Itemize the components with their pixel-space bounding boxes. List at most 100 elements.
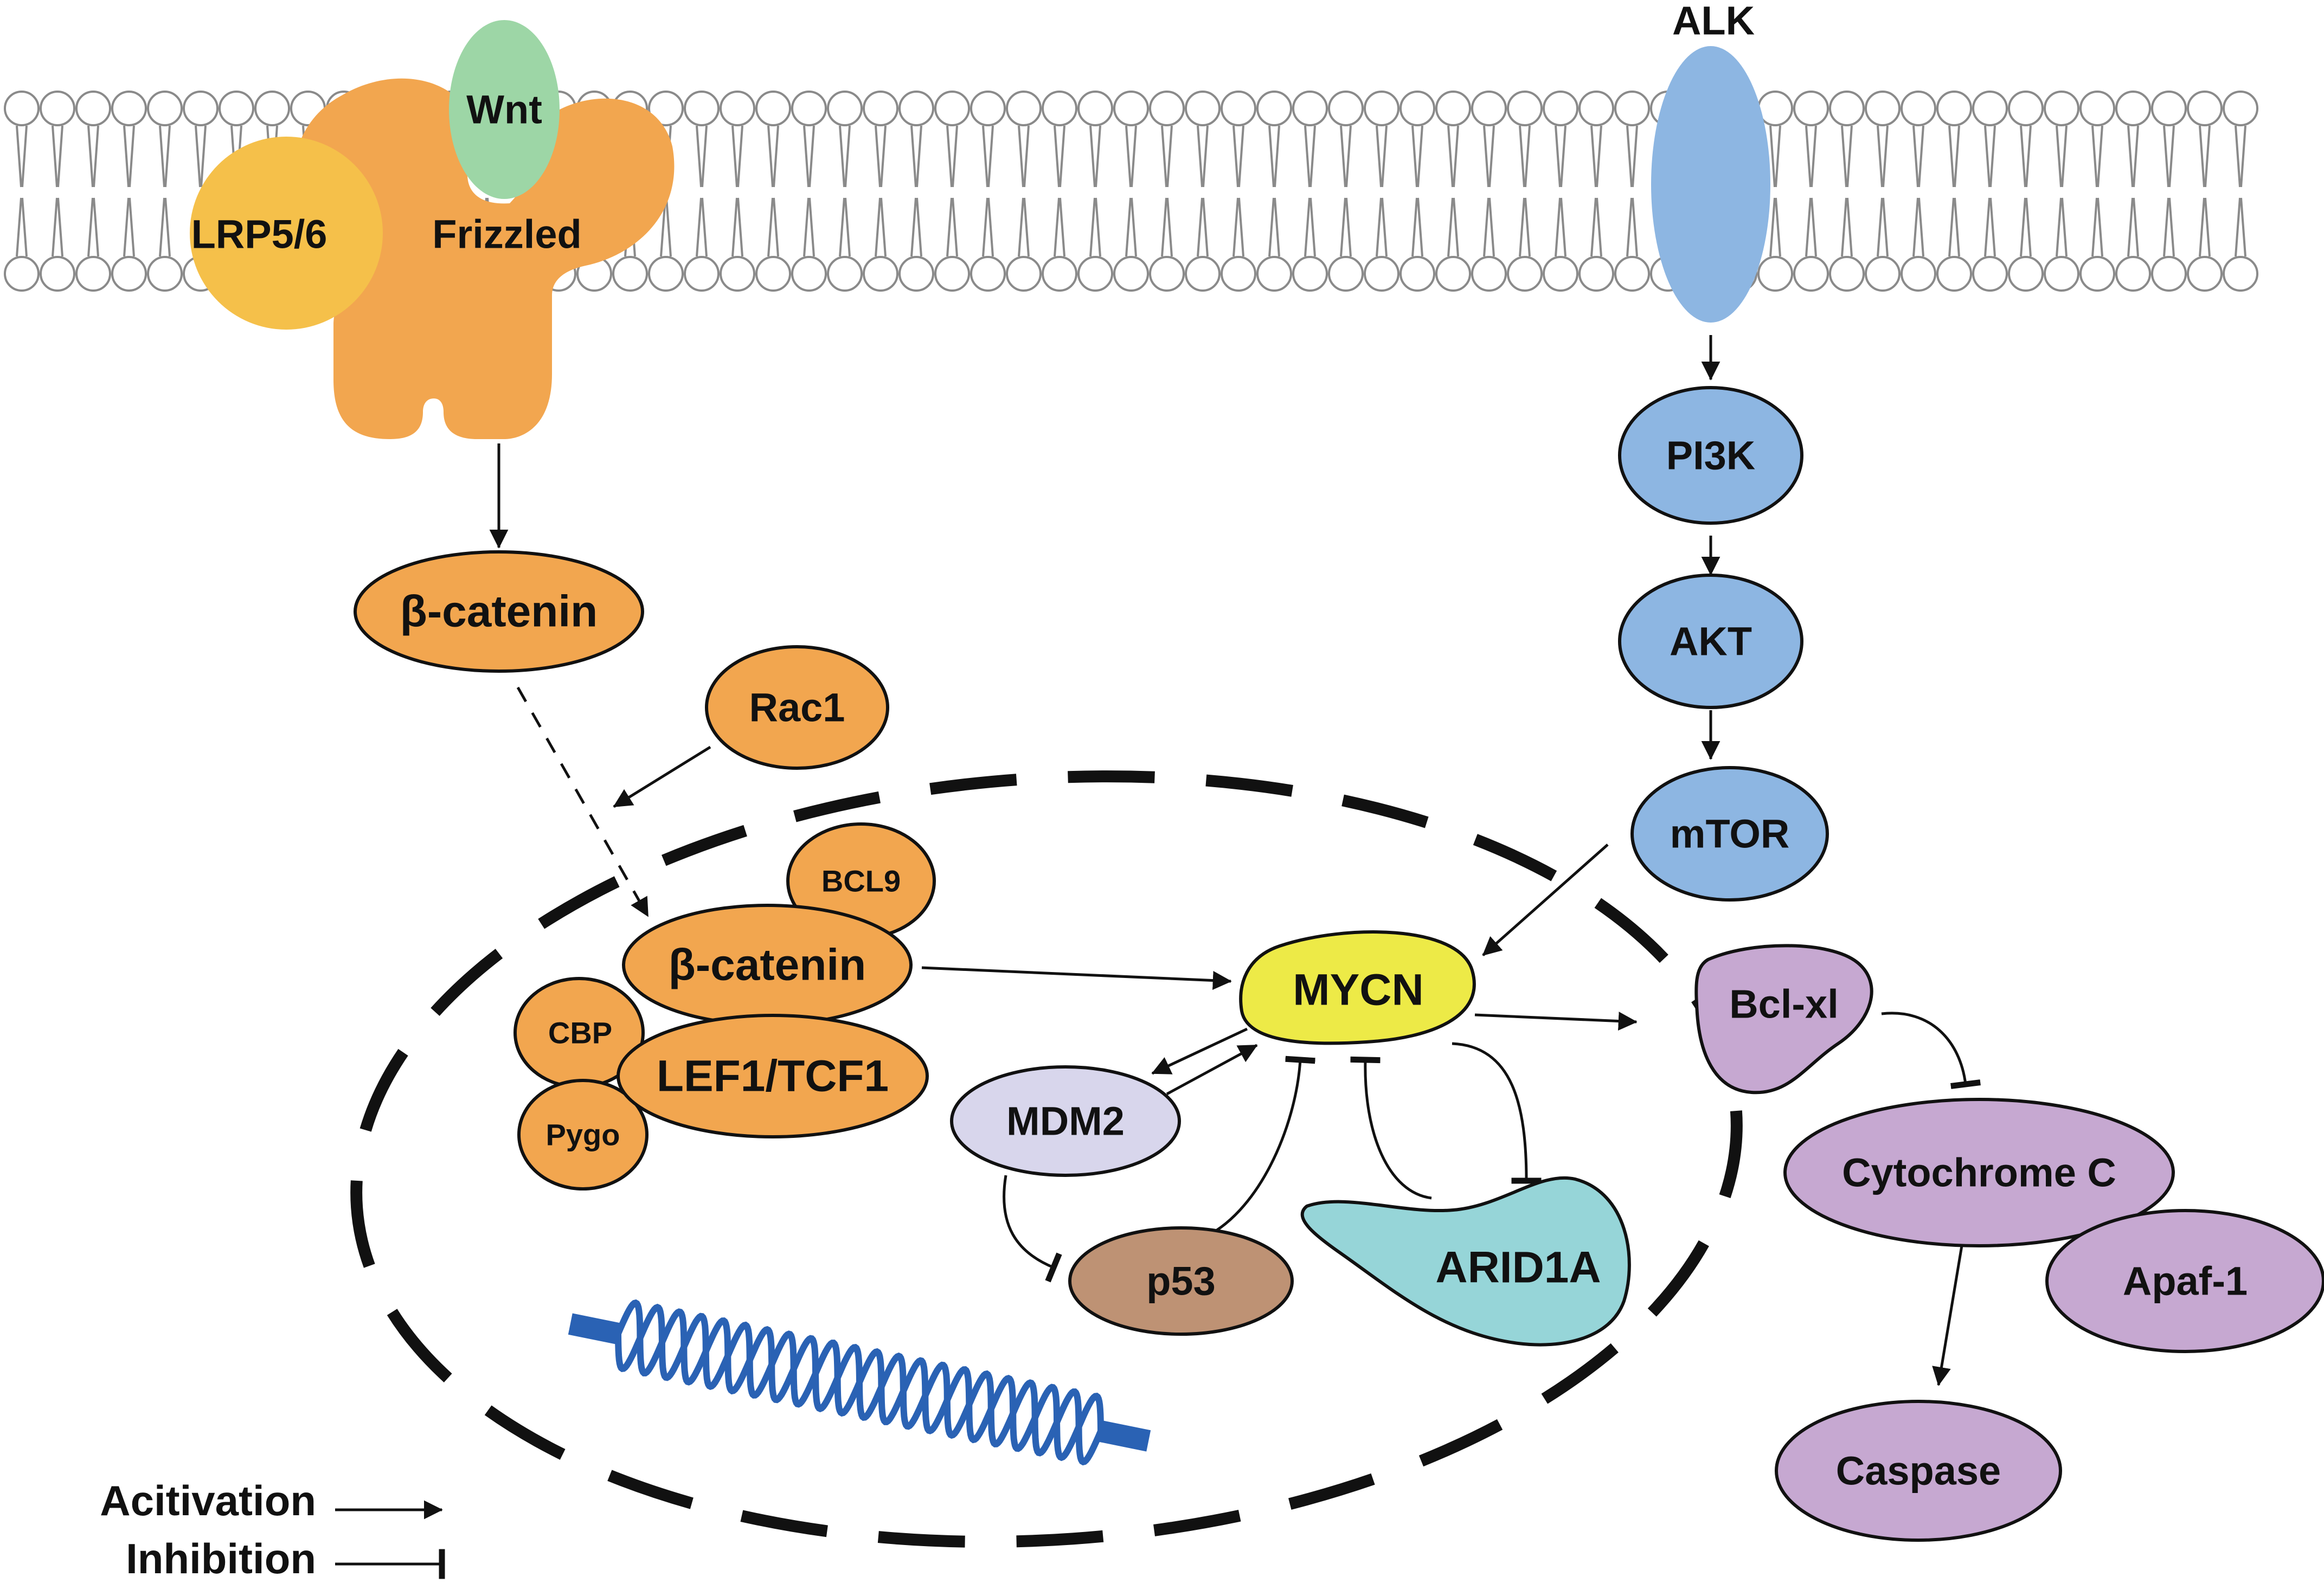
legend: Acitivation Inhibition [100, 1477, 445, 1582]
lipid-tail [123, 197, 135, 257]
lipid-head [4, 91, 40, 126]
lipid-tail [1161, 125, 1173, 188]
lrp5-6-coreceptor: LRP5/6 [190, 137, 383, 330]
lipid-tail [2091, 197, 2103, 257]
lipid-tail [2235, 125, 2246, 188]
lipid-head [1185, 256, 1221, 292]
legend-inhibition-label: Inhibition [126, 1535, 316, 1582]
lef1-tcf1-node: LEF1/TCF1 [617, 1014, 929, 1138]
lipid-tail [1125, 197, 1137, 257]
edge-mdm2-inhibits-p53 [1003, 1175, 1062, 1283]
lipid-head [111, 256, 147, 292]
lipid-head [1578, 256, 1614, 292]
lipid-tail [1018, 197, 1030, 257]
lipid-tail [839, 197, 851, 257]
lipid-tail [910, 197, 922, 257]
lipid-head [1793, 91, 1829, 126]
lipid-tail [1018, 125, 1030, 188]
nucleus-envelope [350, 770, 1743, 1548]
lipid-head [1614, 256, 1650, 292]
lipid-head [2187, 256, 2223, 292]
lipid-tail [910, 125, 922, 188]
cbp-label: CBP [548, 1016, 612, 1050]
lipid-head [1578, 91, 1614, 126]
arid1a-label: ARID1A [1435, 1243, 1601, 1292]
lipid-tail [1268, 125, 1280, 188]
edge-mycn-to-mdm2 [1151, 1027, 1248, 1075]
lipid-tail [1340, 197, 1352, 257]
lipid-tail [1447, 197, 1459, 257]
lipid-tail [52, 197, 63, 257]
dna-helix [568, 1299, 1151, 1466]
lipid-tail [1197, 197, 1209, 257]
lipid-head [648, 91, 684, 126]
lipid-tail [1805, 197, 1817, 257]
edge-mycn-inhibits-arid1a [1452, 1042, 1542, 1184]
lef1-tcf1-label: LEF1/TCF1 [657, 1052, 889, 1101]
pygo-label: Pygo [546, 1118, 620, 1152]
lipid-head [2151, 91, 2187, 126]
lipid-head [1328, 91, 1364, 126]
edge-mtor-to-mycn [1482, 844, 1609, 956]
lrp-label: LRP5/6 [191, 212, 328, 257]
lipid-head [755, 91, 791, 126]
lipid-tail [1841, 125, 1853, 188]
lipid-head [2008, 256, 2044, 292]
alk-receptor: ALK [1651, 0, 1770, 323]
lipid-tail [2163, 125, 2175, 188]
lipid-head [970, 256, 1006, 292]
lipid-head [612, 256, 648, 292]
lipid-tail [1948, 125, 1960, 188]
lipid-tail [1447, 125, 1459, 188]
pygo-node: Pygo [517, 1079, 649, 1190]
lipid-head [1185, 91, 1221, 126]
beta-catenin-cytoplasmic-node: β-catenin [354, 550, 644, 673]
lipid-tail [159, 125, 171, 188]
dna-strand [615, 1299, 1104, 1466]
lipid-head [1221, 256, 1256, 292]
lipid-tail [1161, 197, 1173, 257]
lipid-tail [2127, 197, 2139, 257]
lipid-tail [1590, 125, 1602, 188]
lipid-tail [875, 197, 887, 257]
akt-node: AKT [1618, 574, 1803, 709]
wnt-ligand: Wnt [449, 20, 560, 199]
edge-cytochrome-c-to-caspase [1932, 1245, 1963, 1386]
lipid-tail [803, 125, 815, 188]
lipid-head [1221, 91, 1256, 126]
lipid-head [684, 256, 720, 292]
lipid-head [898, 91, 934, 126]
bcl-xl-label: Bcl-xl [1729, 982, 1839, 1027]
lipid-head [1972, 256, 2008, 292]
lipid-head [147, 256, 183, 292]
lipid-head [648, 256, 684, 292]
lipid-tail [1626, 125, 1638, 188]
lipid-head [1256, 256, 1292, 292]
lipid-tail [2056, 197, 2068, 257]
lipid-tail [1483, 197, 1495, 257]
lipid-head [1793, 256, 1829, 292]
lipid-head [1149, 256, 1185, 292]
lipid-head [1435, 256, 1471, 292]
lipid-head [1507, 256, 1543, 292]
lipid-tail [875, 125, 887, 188]
lipid-tail [946, 197, 958, 257]
lipid-head [720, 91, 755, 126]
pi3k-node: PI3K [1618, 386, 1803, 525]
cytochrome-c-node: Cytochrome C [1783, 1098, 2175, 1247]
lipid-tail [1769, 197, 1781, 257]
lipid-head [2115, 91, 2151, 126]
lipid-tail [1376, 125, 1388, 188]
lipid-head [1972, 91, 2008, 126]
lipid-head [1543, 256, 1578, 292]
lipid-head [934, 91, 970, 126]
lipid-tail [839, 125, 851, 188]
lipid-tail [1769, 125, 1781, 188]
lipid-head [1364, 91, 1399, 126]
apaf1-node: Apaf-1 [2045, 1209, 2324, 1353]
rac1-node: Rac1 [705, 645, 889, 770]
lipid-head [970, 91, 1006, 126]
lipid-tail [1268, 197, 1280, 257]
lipid-tail [87, 197, 99, 257]
lipid-head [1829, 256, 1865, 292]
